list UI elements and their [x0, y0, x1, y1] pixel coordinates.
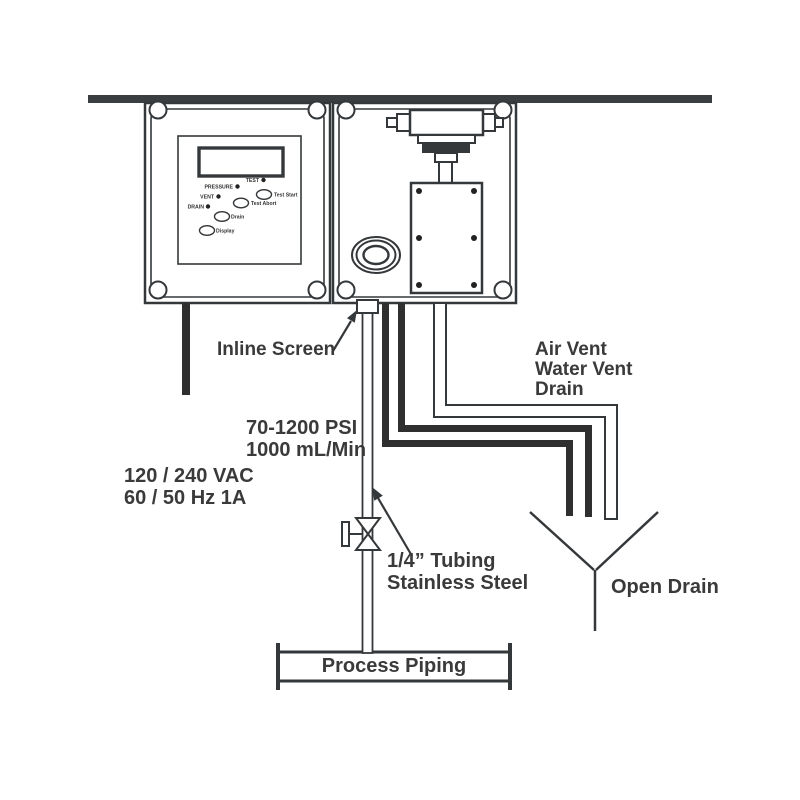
- vent-drain-labels: Air Vent Water Vent Drain: [535, 340, 633, 400]
- test-start-button: [255, 188, 273, 200]
- bolt-icon: [471, 282, 477, 288]
- tube-fitting-coil: [351, 236, 401, 274]
- manual-valve: [341, 517, 382, 551]
- lcd-display: [197, 146, 285, 178]
- valve-bowtie-icon: [354, 517, 382, 551]
- open-drain-funnel: [529, 511, 659, 631]
- button-label-drain: Drain: [231, 215, 244, 221]
- drain-label: Drain: [535, 379, 584, 400]
- pressure-flow-labels: 70-1200 PSI 1000 mL/Min: [246, 417, 366, 461]
- led-drain-icon: [205, 204, 211, 209]
- valve-left-port: [396, 113, 411, 132]
- inline-screen-arrow: [332, 320, 352, 352]
- controller-inner-frame: [150, 108, 325, 298]
- panel-buttons: [198, 188, 273, 236]
- bolt-icon: [416, 188, 422, 194]
- drain-line-pipe: [433, 302, 618, 520]
- water-vent-pipe: [398, 303, 592, 517]
- solenoid-valve-assembly: [386, 108, 504, 184]
- process-piping-pipe: [276, 643, 512, 690]
- voltage-rating-label: 120 / 240 VAC: [124, 465, 254, 487]
- bolt-icon: [416, 282, 422, 288]
- corner-bolt-icon: [307, 280, 327, 300]
- led-pressure-icon: [235, 184, 240, 189]
- process-piping-label: Process Piping: [321, 655, 467, 677]
- bolt-icon: [416, 235, 422, 241]
- corner-bolt-icon: [493, 100, 513, 120]
- led-label-drain: DRAIN: [188, 205, 205, 211]
- led-label-test: TEST: [246, 178, 260, 184]
- air-vent-pipe: [382, 303, 573, 516]
- inline-screen-fitting: [356, 299, 379, 314]
- wall-mount-bar: [88, 95, 712, 103]
- valve-right-port: [482, 113, 496, 132]
- corner-bolt-icon: [148, 100, 168, 120]
- led-labels: TEST PRESSURE VENT DRAIN: [188, 178, 260, 211]
- tubing-size-label: 1/4” Tubing: [387, 550, 496, 572]
- button-label-test-abort: Test Abort: [251, 201, 277, 207]
- corner-bolt-icon: [336, 100, 356, 120]
- flow-rating-label: 1000 mL/Min: [246, 439, 367, 461]
- valve-handle: [341, 521, 350, 547]
- bolt-icon: [471, 188, 477, 194]
- power-cord: [182, 303, 190, 395]
- corner-bolt-icon: [493, 280, 513, 300]
- tubing-labels: 1/4” Tubing Stainless Steel: [387, 550, 528, 594]
- tubing-arrowhead-icon: [372, 487, 383, 501]
- open-drain-label: Open Drain: [611, 576, 719, 598]
- button-labels: Test Start Test Abort Drain Display: [216, 193, 298, 235]
- corner-bolt-icon: [148, 280, 168, 300]
- led-label-pressure: PRESSURE: [204, 185, 233, 191]
- drain-button: [213, 210, 231, 222]
- inline-screen-arrowhead-icon: [347, 310, 357, 323]
- display-button: [198, 224, 216, 236]
- power-rating-labels: 120 / 240 VAC 60 / 50 Hz 1A: [124, 465, 254, 509]
- tubing-material-label: Stainless Steel: [387, 572, 529, 594]
- sample-tube: [361, 302, 374, 654]
- led-test-icon: [261, 177, 266, 183]
- button-label-display: Display: [216, 229, 235, 235]
- water-vent-label: Water Vent: [535, 359, 633, 380]
- valve-step: [417, 134, 476, 144]
- led-label-vent: VENT: [200, 195, 215, 201]
- valve-black-block: [422, 143, 470, 153]
- mounting-plate: [409, 181, 484, 295]
- frequency-rating-label: 60 / 50 Hz 1A: [124, 487, 247, 509]
- valve-right-nub: [494, 117, 504, 128]
- corner-bolt-icon: [307, 100, 327, 120]
- corner-bolt-icon: [336, 280, 356, 300]
- led-vent-icon: [216, 194, 221, 199]
- plate-bolts: [416, 188, 477, 288]
- controller-enclosure: [143, 100, 332, 305]
- air-vent-label: Air Vent: [535, 339, 607, 360]
- inline-screen-label: Inline Screen: [217, 339, 336, 360]
- test-abort-button: [232, 197, 250, 209]
- tubing-arrow: [377, 497, 413, 557]
- pressure-rating-label: 70-1200 PSI: [246, 417, 358, 439]
- callout-arrows: [332, 310, 413, 557]
- valve-stem-base: [434, 152, 458, 163]
- plate-body: [409, 181, 484, 295]
- valve-left-nub: [386, 117, 398, 128]
- button-label-test-start: Test Start: [274, 193, 298, 199]
- bolt-icon: [471, 235, 477, 241]
- valve-stem: [438, 161, 453, 184]
- led-indicators: [205, 177, 266, 209]
- valve-body: [408, 108, 485, 137]
